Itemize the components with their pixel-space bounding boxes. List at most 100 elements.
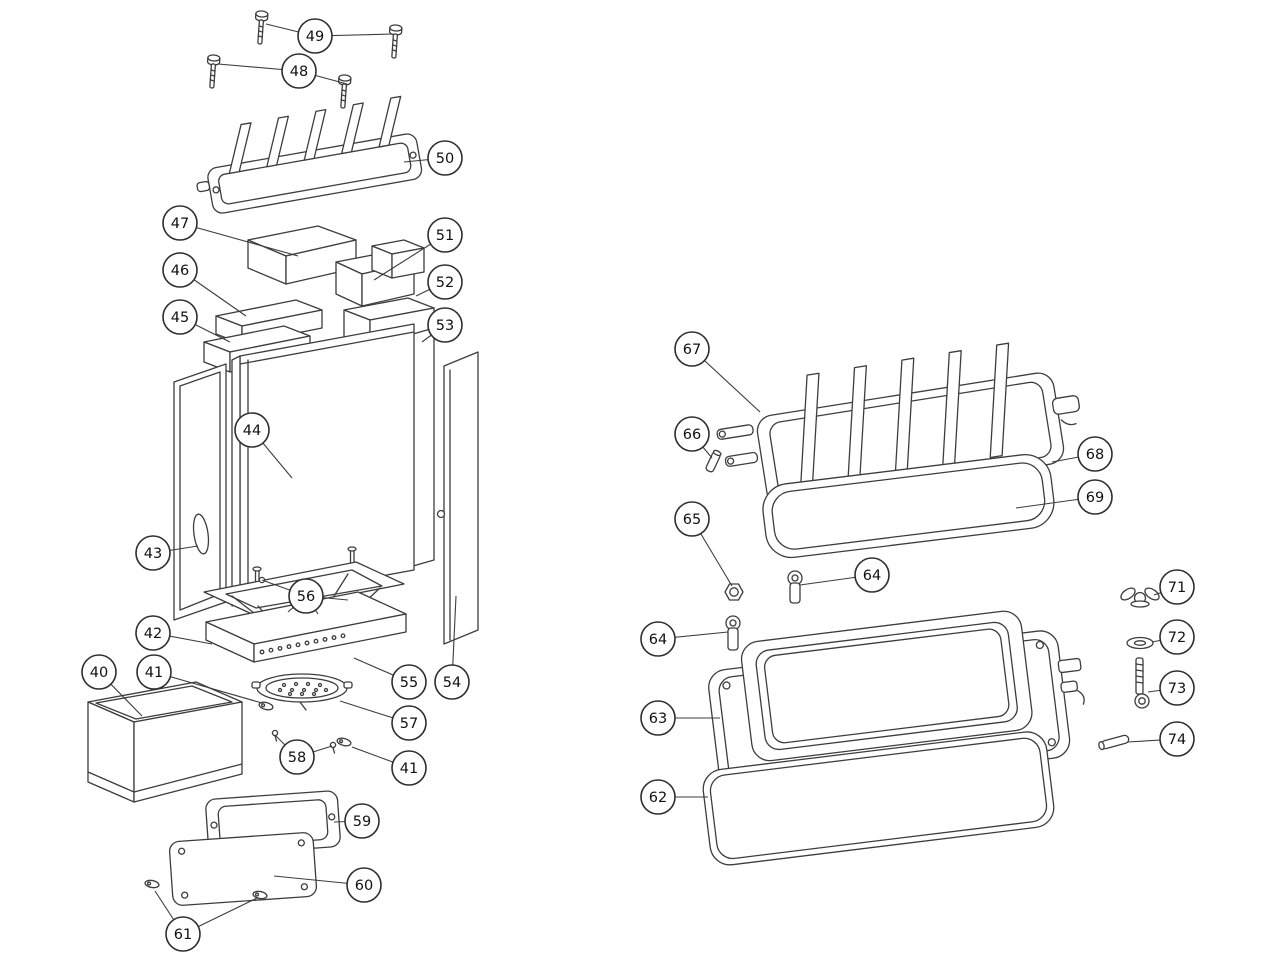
left-side-panel bbox=[173, 363, 227, 621]
callout-47: 47 bbox=[162, 205, 299, 257]
callout-number: 69 bbox=[1086, 490, 1104, 506]
callout-circle bbox=[288, 578, 324, 614]
callout-circle bbox=[165, 916, 201, 952]
callout-61: 61 bbox=[154, 890, 258, 952]
vent-frame bbox=[708, 610, 1085, 798]
callout-circle bbox=[640, 779, 676, 815]
callout-number: 41 bbox=[145, 665, 163, 681]
callout-number: 40 bbox=[90, 665, 108, 681]
callout-69: 69 bbox=[1015, 479, 1113, 515]
callout-43: 43 bbox=[135, 535, 199, 571]
callout-68: 68 bbox=[1051, 436, 1113, 472]
callout-number: 52 bbox=[436, 275, 454, 291]
bottom-clips bbox=[144, 879, 268, 900]
elbow-fitting-right bbox=[787, 570, 803, 604]
grille-cover bbox=[196, 95, 423, 214]
callout-circle bbox=[162, 252, 198, 288]
callout-circle bbox=[391, 750, 427, 786]
callout-number: 55 bbox=[400, 675, 418, 691]
callout-number: 56 bbox=[297, 589, 315, 605]
callout-40: 40 bbox=[81, 654, 143, 717]
retainer-clips bbox=[258, 701, 352, 754]
callout-67: 67 bbox=[674, 331, 761, 413]
frame-latch bbox=[1057, 657, 1085, 705]
callout-53: 53 bbox=[421, 307, 463, 343]
lid-seal-ring bbox=[762, 453, 1055, 559]
callout-45: 45 bbox=[162, 299, 231, 343]
callout-number: 59 bbox=[353, 814, 371, 830]
callout-57: 57 bbox=[339, 700, 427, 741]
callout-circle bbox=[427, 307, 463, 343]
leader-line bbox=[153, 671, 263, 704]
lid-fins bbox=[799, 342, 1010, 489]
callout-56: 56 bbox=[261, 578, 349, 615]
callout-circle bbox=[81, 654, 117, 690]
callout-73: 73 bbox=[1147, 670, 1195, 706]
callout-number: 53 bbox=[436, 318, 454, 334]
callout-number: 43 bbox=[144, 546, 162, 562]
callout-circle bbox=[135, 535, 171, 571]
callout-41: 41 bbox=[136, 654, 263, 704]
hinge-arms bbox=[716, 424, 759, 467]
callout-circle bbox=[640, 621, 676, 657]
callout-circle bbox=[674, 501, 710, 537]
callout-number: 50 bbox=[436, 151, 454, 167]
callout-circle bbox=[162, 299, 198, 335]
callout-60: 60 bbox=[273, 867, 382, 903]
callout-50: 50 bbox=[403, 140, 463, 176]
callout-number: 63 bbox=[649, 711, 667, 727]
callout-circle bbox=[674, 331, 710, 367]
callout-48: 48 bbox=[217, 53, 348, 89]
callout-66: 66 bbox=[674, 416, 713, 459]
callout-circle bbox=[391, 664, 427, 700]
callout-circle bbox=[674, 416, 710, 452]
callout-58: 58 bbox=[274, 734, 333, 775]
callout-circle bbox=[427, 264, 463, 300]
round-grate bbox=[251, 673, 353, 711]
callout-51: 51 bbox=[373, 217, 463, 281]
callout-number: 74 bbox=[1168, 732, 1186, 748]
callout-circle bbox=[1159, 721, 1195, 757]
callout-number: 44 bbox=[243, 423, 261, 439]
callout-74: 74 bbox=[1127, 721, 1195, 757]
callout-number: 64 bbox=[863, 568, 881, 584]
elbow-fitting-left bbox=[725, 615, 741, 651]
callout-number: 65 bbox=[683, 512, 701, 528]
washer bbox=[1126, 636, 1154, 650]
callout-number: 41 bbox=[400, 761, 418, 777]
firebrick-2 bbox=[371, 239, 425, 279]
callout-circle bbox=[391, 705, 427, 741]
callout-number: 72 bbox=[1168, 630, 1186, 646]
ash-pan bbox=[87, 681, 243, 803]
callout-circle bbox=[427, 217, 463, 253]
combustion-chamber bbox=[231, 323, 415, 607]
base-gasket bbox=[702, 731, 1055, 866]
callout-circle bbox=[427, 140, 463, 176]
callout-52: 52 bbox=[415, 264, 463, 300]
callout-49: 49 bbox=[265, 18, 394, 54]
callout-circle bbox=[344, 803, 380, 839]
callout-circle bbox=[297, 18, 333, 54]
callout-number: 47 bbox=[171, 216, 189, 232]
callout-circle bbox=[1159, 670, 1195, 706]
callout-circle bbox=[135, 615, 171, 651]
callout-number: 67 bbox=[683, 342, 701, 358]
left-assembly bbox=[87, 10, 479, 906]
right-assembly bbox=[702, 342, 1160, 866]
grate-frame-lower bbox=[205, 591, 407, 663]
callout-65: 65 bbox=[674, 501, 733, 587]
callout-55: 55 bbox=[353, 657, 427, 700]
callout-number: 62 bbox=[649, 790, 667, 806]
insulation-block bbox=[247, 225, 357, 285]
clevis-pin bbox=[1098, 734, 1130, 751]
latch-tab bbox=[1051, 395, 1080, 426]
callout-number: 42 bbox=[144, 626, 162, 642]
callout-number: 51 bbox=[436, 228, 454, 244]
callout-number: 64 bbox=[649, 632, 667, 648]
callout-number: 48 bbox=[290, 64, 308, 80]
callout-72: 72 bbox=[1151, 619, 1195, 655]
hinge-pin bbox=[705, 449, 722, 473]
callout-circle bbox=[136, 654, 172, 690]
